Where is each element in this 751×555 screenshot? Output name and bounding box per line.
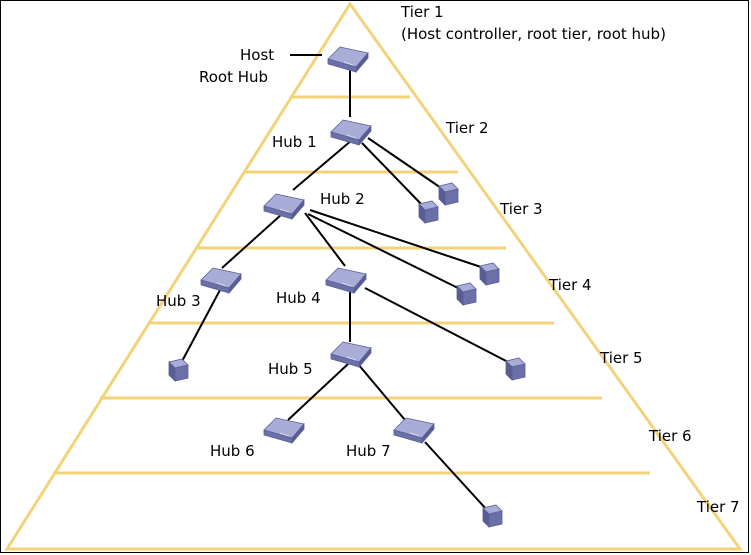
tier4-label: Tier 4 bbox=[548, 276, 592, 294]
tier7-label: Tier 7 bbox=[696, 498, 740, 516]
hub3-label: Hub 3 bbox=[156, 292, 201, 310]
edge-hub2-hub4 bbox=[304, 212, 346, 267]
function-device-g-icon bbox=[482, 504, 503, 528]
function-device-b-icon bbox=[418, 200, 439, 224]
edge-hub2-device-c bbox=[309, 209, 485, 269]
edge-hub1-device-a bbox=[367, 137, 445, 191]
hub7-label: Hub 7 bbox=[346, 442, 391, 460]
edge-hub1-device-b bbox=[361, 142, 425, 208]
edge-hub7-device-g bbox=[424, 441, 488, 511]
hub4-label: Hub 4 bbox=[276, 289, 321, 307]
tier2-label: Tier 2 bbox=[445, 119, 489, 137]
host-label: Host bbox=[240, 46, 274, 64]
edge-hub1-hub2 bbox=[292, 139, 353, 191]
edge-hub4-device-f bbox=[364, 287, 513, 365]
hub6-label: Hub 6 bbox=[210, 442, 255, 460]
tier3-label: Tier 3 bbox=[499, 200, 543, 218]
tier5-label: Tier 5 bbox=[599, 349, 643, 367]
edge-hub5-hub7 bbox=[357, 363, 406, 421]
edge-hub3-device-e bbox=[179, 289, 221, 366]
edge-hub2-hub3 bbox=[221, 213, 283, 269]
edge-hub5-hub6 bbox=[287, 363, 349, 421]
tier1-description: (Host controller, root tier, root hub) bbox=[401, 25, 666, 43]
hub5-label: Hub 5 bbox=[268, 360, 313, 378]
hub2-label: Hub 2 bbox=[320, 190, 365, 208]
function-device-a-icon bbox=[438, 182, 459, 206]
function-device-c-icon bbox=[479, 262, 500, 286]
hub1-label: Hub 1 bbox=[272, 133, 317, 151]
tier6-label: Tier 6 bbox=[648, 427, 692, 445]
function-device-e-icon bbox=[168, 358, 189, 382]
function-device-d-icon bbox=[456, 282, 477, 306]
tier1-label: Tier 1 bbox=[400, 3, 444, 21]
root-hub-label: Root Hub bbox=[199, 68, 268, 86]
function-device-f-icon bbox=[505, 357, 526, 381]
edge-hub2-device-d bbox=[307, 213, 463, 291]
pyramid-outline bbox=[4, 1, 743, 551]
